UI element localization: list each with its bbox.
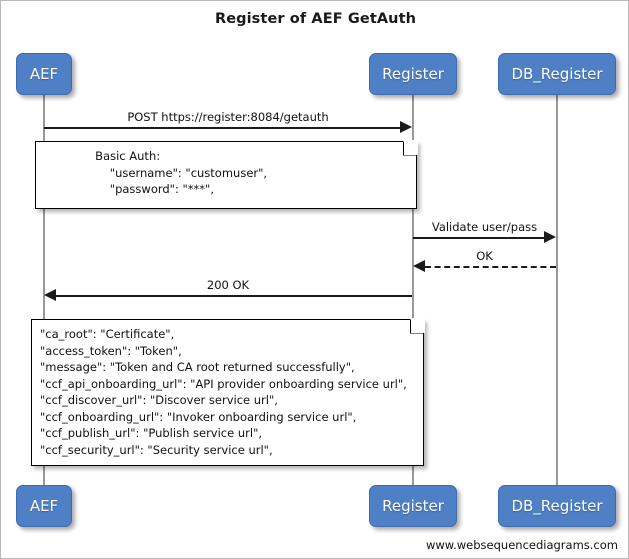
lifeline-register [412,93,414,485]
note-line: "ca_root": "Certificate", [40,327,175,341]
message-arrowhead-validate-user-pass [544,231,556,243]
note-line: "ccf_discover_url": "Discover service ur… [40,393,278,407]
message-line-post-getauth [44,127,401,129]
note-line: "ccf_onboarding_url": "Invoker onboardin… [40,409,357,424]
note-line: "password": "***", [44,182,214,196]
note-line: "ccf_security_url": "Security service ur… [40,442,273,457]
message-label-post-getauth: POST https://register:8084/getauth [127,110,329,124]
message-line-validate-user-pass [413,237,545,239]
note-line: "ccf_api_onboarding_url": "API provider … [40,376,407,391]
message-arrowhead-post-getauth [400,121,412,133]
note-basic-auth: Basic Auth: "username": "customuser", "p… [35,140,418,209]
note-line: "access_token": "Token", [40,343,182,358]
note-line: "ccf_publish_url": "Publish service url"… [40,426,263,440]
note-line: "username": "customuser", [44,165,268,180]
note-token-response: "ca_root": "Certificate", "access_token"… [31,318,425,466]
note-line: "message": "Token and CA root returned s… [40,360,355,374]
message-label-validate-user-pass: Validate user/pass [431,220,538,234]
participant-db-register-bottom[interactable]: DB_Register [498,485,616,527]
participant-db-register-top[interactable]: DB_Register [498,53,616,95]
participant-register-top[interactable]: Register [369,53,457,95]
message-label-200-ok: 200 OK [206,278,250,292]
lifeline-db-register [556,93,558,485]
message-line-200-ok [56,295,412,297]
message-arrowhead-200-ok [44,289,56,301]
message-line-ok [425,266,556,268]
page-title: Register of AEF GetAuth [214,11,417,27]
footer-credit: www.websequencediagrams.com [425,538,618,552]
participant-register-bottom[interactable]: Register [369,485,457,527]
participant-aef-top[interactable]: AEF [16,53,72,95]
message-label-ok: OK [476,249,493,263]
message-arrowhead-ok [413,260,425,272]
participant-aef-bottom[interactable]: AEF [16,485,72,527]
note-line: Basic Auth: [44,149,161,163]
